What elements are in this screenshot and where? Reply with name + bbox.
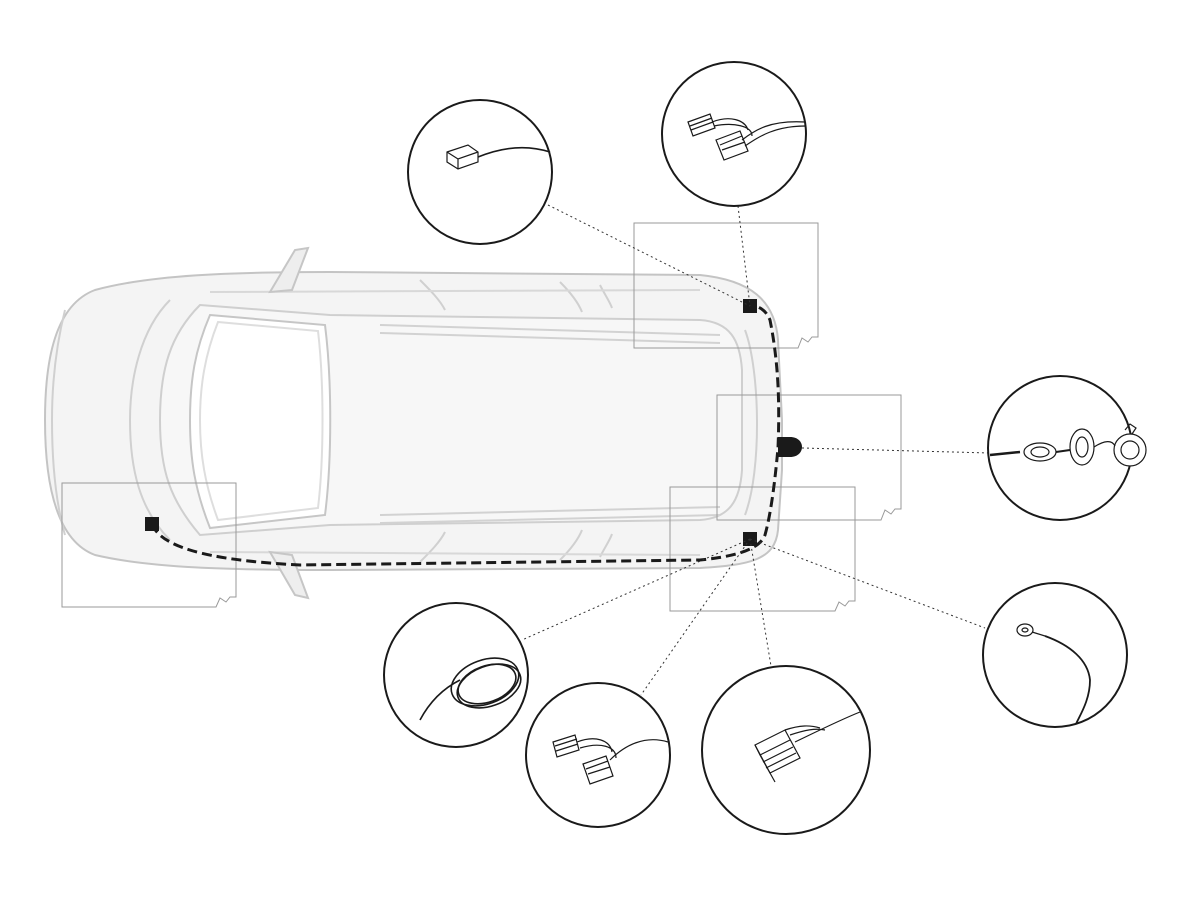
car-top-view [43,246,783,600]
leader-adapter-top [737,205,751,307]
frame-rear-top [633,222,819,349]
ring-terminal-icon [1016,623,1091,725]
callout-second-light-adapter [525,682,671,828]
leader-multipin [749,538,772,667]
callout-socket-assembly [987,375,1147,521]
frame-rear-center [716,394,902,521]
front-bumper-line [50,309,66,536]
harness-cable [150,304,781,567]
multi-wire-adapter-icon [687,113,807,161]
windscreen-inner [198,320,324,522]
windscreen [188,313,332,530]
sill-bottom [209,551,701,556]
leader-socket [801,447,991,454]
rear-end-line [744,329,758,516]
multipin-plug-icon [754,711,861,783]
multi-wire-adapter-icon [552,734,669,785]
callouts [383,61,1147,835]
connection-point-front [145,517,159,531]
hood-line [128,299,171,541]
door-lines-top [419,279,613,313]
callout-rear-light-adapter [661,61,807,207]
callout-single-plug [407,99,553,245]
leader-adapter-bottom [640,538,751,696]
callout-cable-coil [383,602,529,748]
frame-front-left [61,482,237,608]
leader-lines [521,204,991,696]
sill-top [209,289,701,293]
leader-ground [749,538,986,629]
mirror-top [268,246,310,294]
frame-rear-bottom [669,486,856,612]
seven-pin-socket-icon [989,423,1147,467]
callout-multipin-connector [701,665,871,835]
detail-frames [61,222,902,612]
leader-coil [521,538,751,641]
single-pin-connector-icon [446,144,551,170]
roof-rail-bottom [379,506,721,524]
cable-coil-icon [419,657,522,721]
socket-mount-point [778,437,802,457]
callout-ground-lead [982,582,1128,728]
roof-rail-top [379,324,721,344]
